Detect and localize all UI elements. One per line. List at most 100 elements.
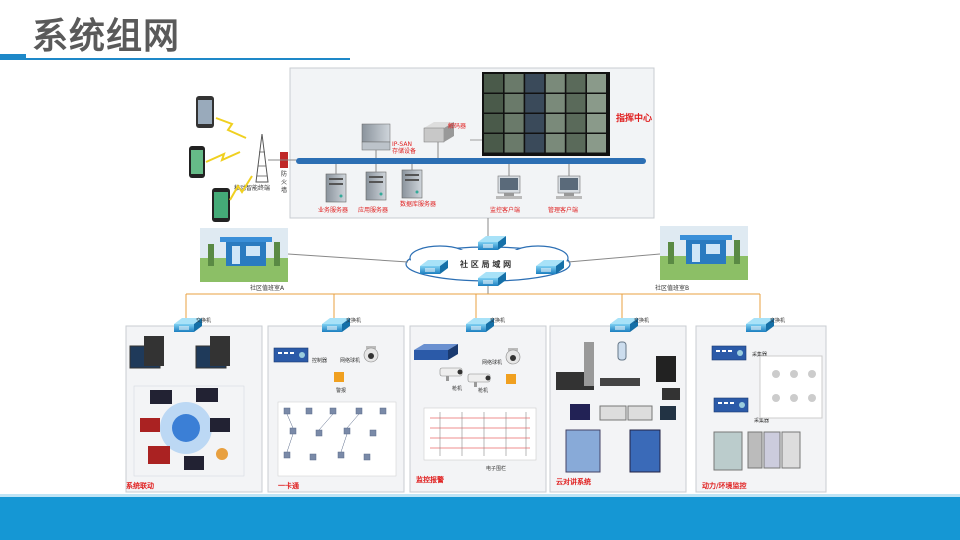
panel-title-monitor-alarm: 监控报警 <box>416 475 444 484</box>
signal-bolt-icon <box>229 175 253 201</box>
title-underline <box>0 58 350 60</box>
ups-icon <box>713 431 743 471</box>
collector-icon <box>713 397 749 413</box>
cell-tower-icon <box>255 133 269 183</box>
database-server-label: 数据库服务器 <box>400 200 436 208</box>
electric-fence-icon <box>423 407 537 461</box>
panel-monitor-alarm: 交换机 网络球机 枪机 枪机 电子围栏 监控报警 <box>409 317 547 493</box>
switch-label: 交换机 <box>196 317 211 324</box>
video-wall-cell <box>484 114 503 133</box>
cabinet-icon <box>763 431 781 469</box>
video-wall-cell <box>525 74 545 93</box>
manage-client-label: 管理客户端 <box>548 206 578 214</box>
duty-room-a-icon <box>200 228 288 282</box>
access-topology-icon <box>277 401 397 477</box>
video-wall-cell <box>504 94 524 113</box>
backbone-bus <box>296 158 646 164</box>
switch-label: 交换机 <box>490 317 505 324</box>
duty-room-b-label: 社区值班室B <box>655 284 689 292</box>
gun-label: 枪机 <box>452 385 462 392</box>
panel-one-card: 交换机 控制器 网络球机 警报 一卡通 <box>267 317 405 493</box>
phone-icon-1 <box>196 96 214 128</box>
nvr-icon <box>414 344 458 360</box>
alarm-label: 警报 <box>336 387 346 394</box>
controller-icon <box>273 347 309 363</box>
video-wall-cell <box>545 74 565 93</box>
switch-label: 交换机 <box>770 317 785 324</box>
title-accent-bar <box>0 54 26 60</box>
panel-system-linkage: 交换机 系统联动 <box>125 317 263 493</box>
phone-screen-icon <box>629 429 661 473</box>
application-server-label: 应用服务器 <box>358 206 388 214</box>
video-wall-cell <box>587 114 606 133</box>
video-wall-cell <box>525 94 545 113</box>
gun-label: 枪机 <box>478 387 488 394</box>
panel-title-one-card: 一卡通 <box>278 481 300 490</box>
bottom-band <box>0 494 960 540</box>
database-server-icon <box>401 169 423 199</box>
monitor-stack-icon <box>129 336 230 369</box>
video-wall-cell <box>525 114 545 133</box>
duty-room-b-icon <box>660 226 748 280</box>
video-wall-cell <box>545 94 565 113</box>
battery-icon <box>747 431 763 469</box>
phone-icon-2 <box>189 146 205 178</box>
duty-room-a-label: 社区值班室A <box>250 284 285 292</box>
video-wall-cell <box>504 134 524 153</box>
lan-label: 社 区 局 域 网 <box>459 259 511 269</box>
alarm-icon <box>506 374 516 384</box>
video-wall-cell <box>566 134 586 153</box>
collector-label: 采集器 <box>754 417 769 424</box>
video-wall-cell <box>484 74 503 93</box>
video-wall-cell <box>545 114 565 133</box>
video-wall-cell <box>525 134 545 153</box>
business-server-label: 业务服务器 <box>318 206 348 214</box>
panel-title-cloud-intercom: 云对讲系统 <box>556 477 591 486</box>
ip-san-icon <box>361 123 391 151</box>
video-wall-cell <box>587 74 606 93</box>
command-center-label: 指挥中心 <box>616 112 652 124</box>
collector-icon <box>711 345 747 361</box>
mobile-terminal-label: 移动智能终端 <box>234 184 270 192</box>
phone-icon-3 <box>212 188 230 222</box>
collector-label: 采集器 <box>752 351 767 358</box>
video-wall-cell <box>504 114 524 133</box>
panel-power-env: 交换机 采集器 采集器 动力/环境监控 <box>695 317 827 493</box>
video-wall-cell <box>587 134 606 153</box>
network-dome-camera-icon <box>505 347 521 365</box>
intercom-devices-icon <box>556 342 680 421</box>
signal-bolt-icon <box>215 117 247 139</box>
video-wall-icon <box>482 72 610 156</box>
switch-label: 交换机 <box>346 317 361 324</box>
controller-label: 控制器 <box>312 357 327 364</box>
video-wall-cell <box>566 114 586 133</box>
firewall-label: 防火墙 <box>281 170 287 194</box>
panel-title-power-env: 动力/环境监控 <box>702 481 747 490</box>
video-wall-cell <box>484 134 503 153</box>
video-wall-cell <box>566 94 586 113</box>
panel-title-linkage: 系统联动 <box>126 481 154 490</box>
switch-label: 交换机 <box>634 317 649 324</box>
router-icon <box>617 341 627 361</box>
alarm-icon <box>334 372 344 382</box>
business-server-icon <box>325 173 347 203</box>
aircon-icon <box>781 431 801 469</box>
application-server-icon <box>365 171 387 201</box>
decoder-label: 解码器 <box>448 122 466 130</box>
fence-label: 电子围栏 <box>486 465 506 472</box>
decoder-icon <box>423 122 454 143</box>
linkage-center-icon <box>133 385 245 477</box>
sensor-grid <box>759 355 823 419</box>
video-wall-cell <box>545 134 565 153</box>
video-wall-cell <box>504 74 524 93</box>
video-wall-cell <box>484 94 503 113</box>
phone-screen-icon <box>565 429 601 473</box>
net-ball-label: 网络球机 <box>340 357 360 364</box>
panel-cloud-intercom: 交换机 云对讲系统 <box>549 317 687 493</box>
monitor-client-label: 监控客户端 <box>490 206 520 214</box>
page-title: 系统组网 <box>32 16 181 57</box>
signal-bolt-icon <box>205 151 241 163</box>
net-ball-label: 网络球机 <box>482 359 502 366</box>
